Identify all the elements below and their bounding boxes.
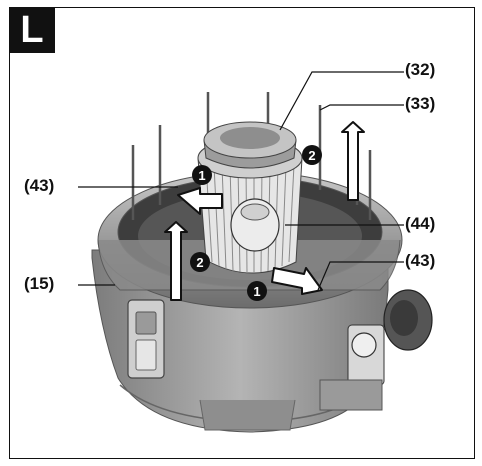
step-badge-2-left: 2	[190, 252, 210, 272]
float-valve	[230, 198, 280, 252]
arrow-right-step1	[271, 267, 323, 295]
svg-text:2: 2	[308, 148, 315, 163]
svg-text:2: 2	[196, 255, 203, 270]
socket-port	[319, 289, 433, 411]
callout-43-left: (43)	[24, 176, 55, 195]
arrow-left-step1	[177, 187, 223, 215]
callout-32: (32)	[405, 60, 436, 79]
step-badge-1-bottom: 1	[247, 281, 267, 301]
side-latch	[127, 299, 165, 379]
arrow-up-step2-left	[164, 221, 188, 301]
svg-text:1: 1	[198, 168, 205, 183]
callout-33: (33)	[405, 94, 436, 113]
figure-frame	[9, 7, 475, 459]
step-badge-1-top: 1	[192, 165, 212, 185]
motion-arrows	[164, 121, 365, 301]
figure-letter-tag: L	[9, 7, 55, 53]
callout-leaders	[78, 71, 404, 291]
arrow-up-step2-right	[341, 121, 365, 201]
callout-43-right: (43)	[405, 251, 436, 270]
svg-text:1: 1	[253, 284, 260, 299]
callout-44: (44)	[405, 214, 436, 233]
step-badges: 1 2 2 1	[190, 145, 322, 301]
step-badge-2-right: 2	[302, 145, 322, 165]
callout-15: (15)	[24, 274, 55, 293]
